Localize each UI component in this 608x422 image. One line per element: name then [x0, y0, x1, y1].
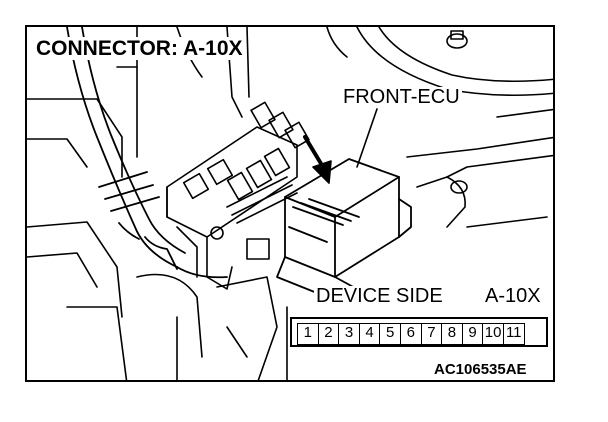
pin-cell: 10	[483, 324, 504, 344]
connector-id-label: A-10X	[483, 285, 543, 307]
pointer-arrow	[303, 135, 332, 184]
front-ecu-unit	[276, 158, 412, 298]
connector-pinout: 1 2 3 4 5 6 7 8 9 10 11	[290, 317, 548, 347]
connector-title: CONNECTOR: A-10X	[33, 37, 246, 60]
right-bracket	[406, 108, 553, 228]
engine-bay-illustration	[27, 27, 553, 380]
device-side-label: DEVICE SIDE	[314, 285, 445, 307]
wiring-harness	[66, 27, 228, 279]
pin-cell: 3	[339, 324, 360, 344]
image-code: AC106535AE	[432, 361, 529, 378]
pin-cell: 5	[380, 324, 401, 344]
pin-cell: 4	[360, 324, 381, 344]
pin-cell: 6	[401, 324, 422, 344]
callout-leader-line	[356, 108, 378, 168]
pin-cell: 9	[463, 324, 484, 344]
pin-cell: 7	[422, 324, 443, 344]
pin-cell: 11	[504, 324, 525, 344]
lower-components	[27, 221, 288, 380]
pin-cell: 1	[298, 324, 319, 344]
diagram-frame: CONNECTOR: A-10X FRONT-ECU DEVICE SIDE A…	[25, 25, 555, 382]
pin-row: 1 2 3 4 5 6 7 8 9 10 11	[297, 323, 525, 345]
relay-block	[166, 101, 310, 290]
front-ecu-callout: FRONT-ECU	[341, 86, 462, 108]
pin-cell: 8	[442, 324, 463, 344]
pin-cell: 2	[319, 324, 340, 344]
strut-tower	[326, 27, 553, 97]
